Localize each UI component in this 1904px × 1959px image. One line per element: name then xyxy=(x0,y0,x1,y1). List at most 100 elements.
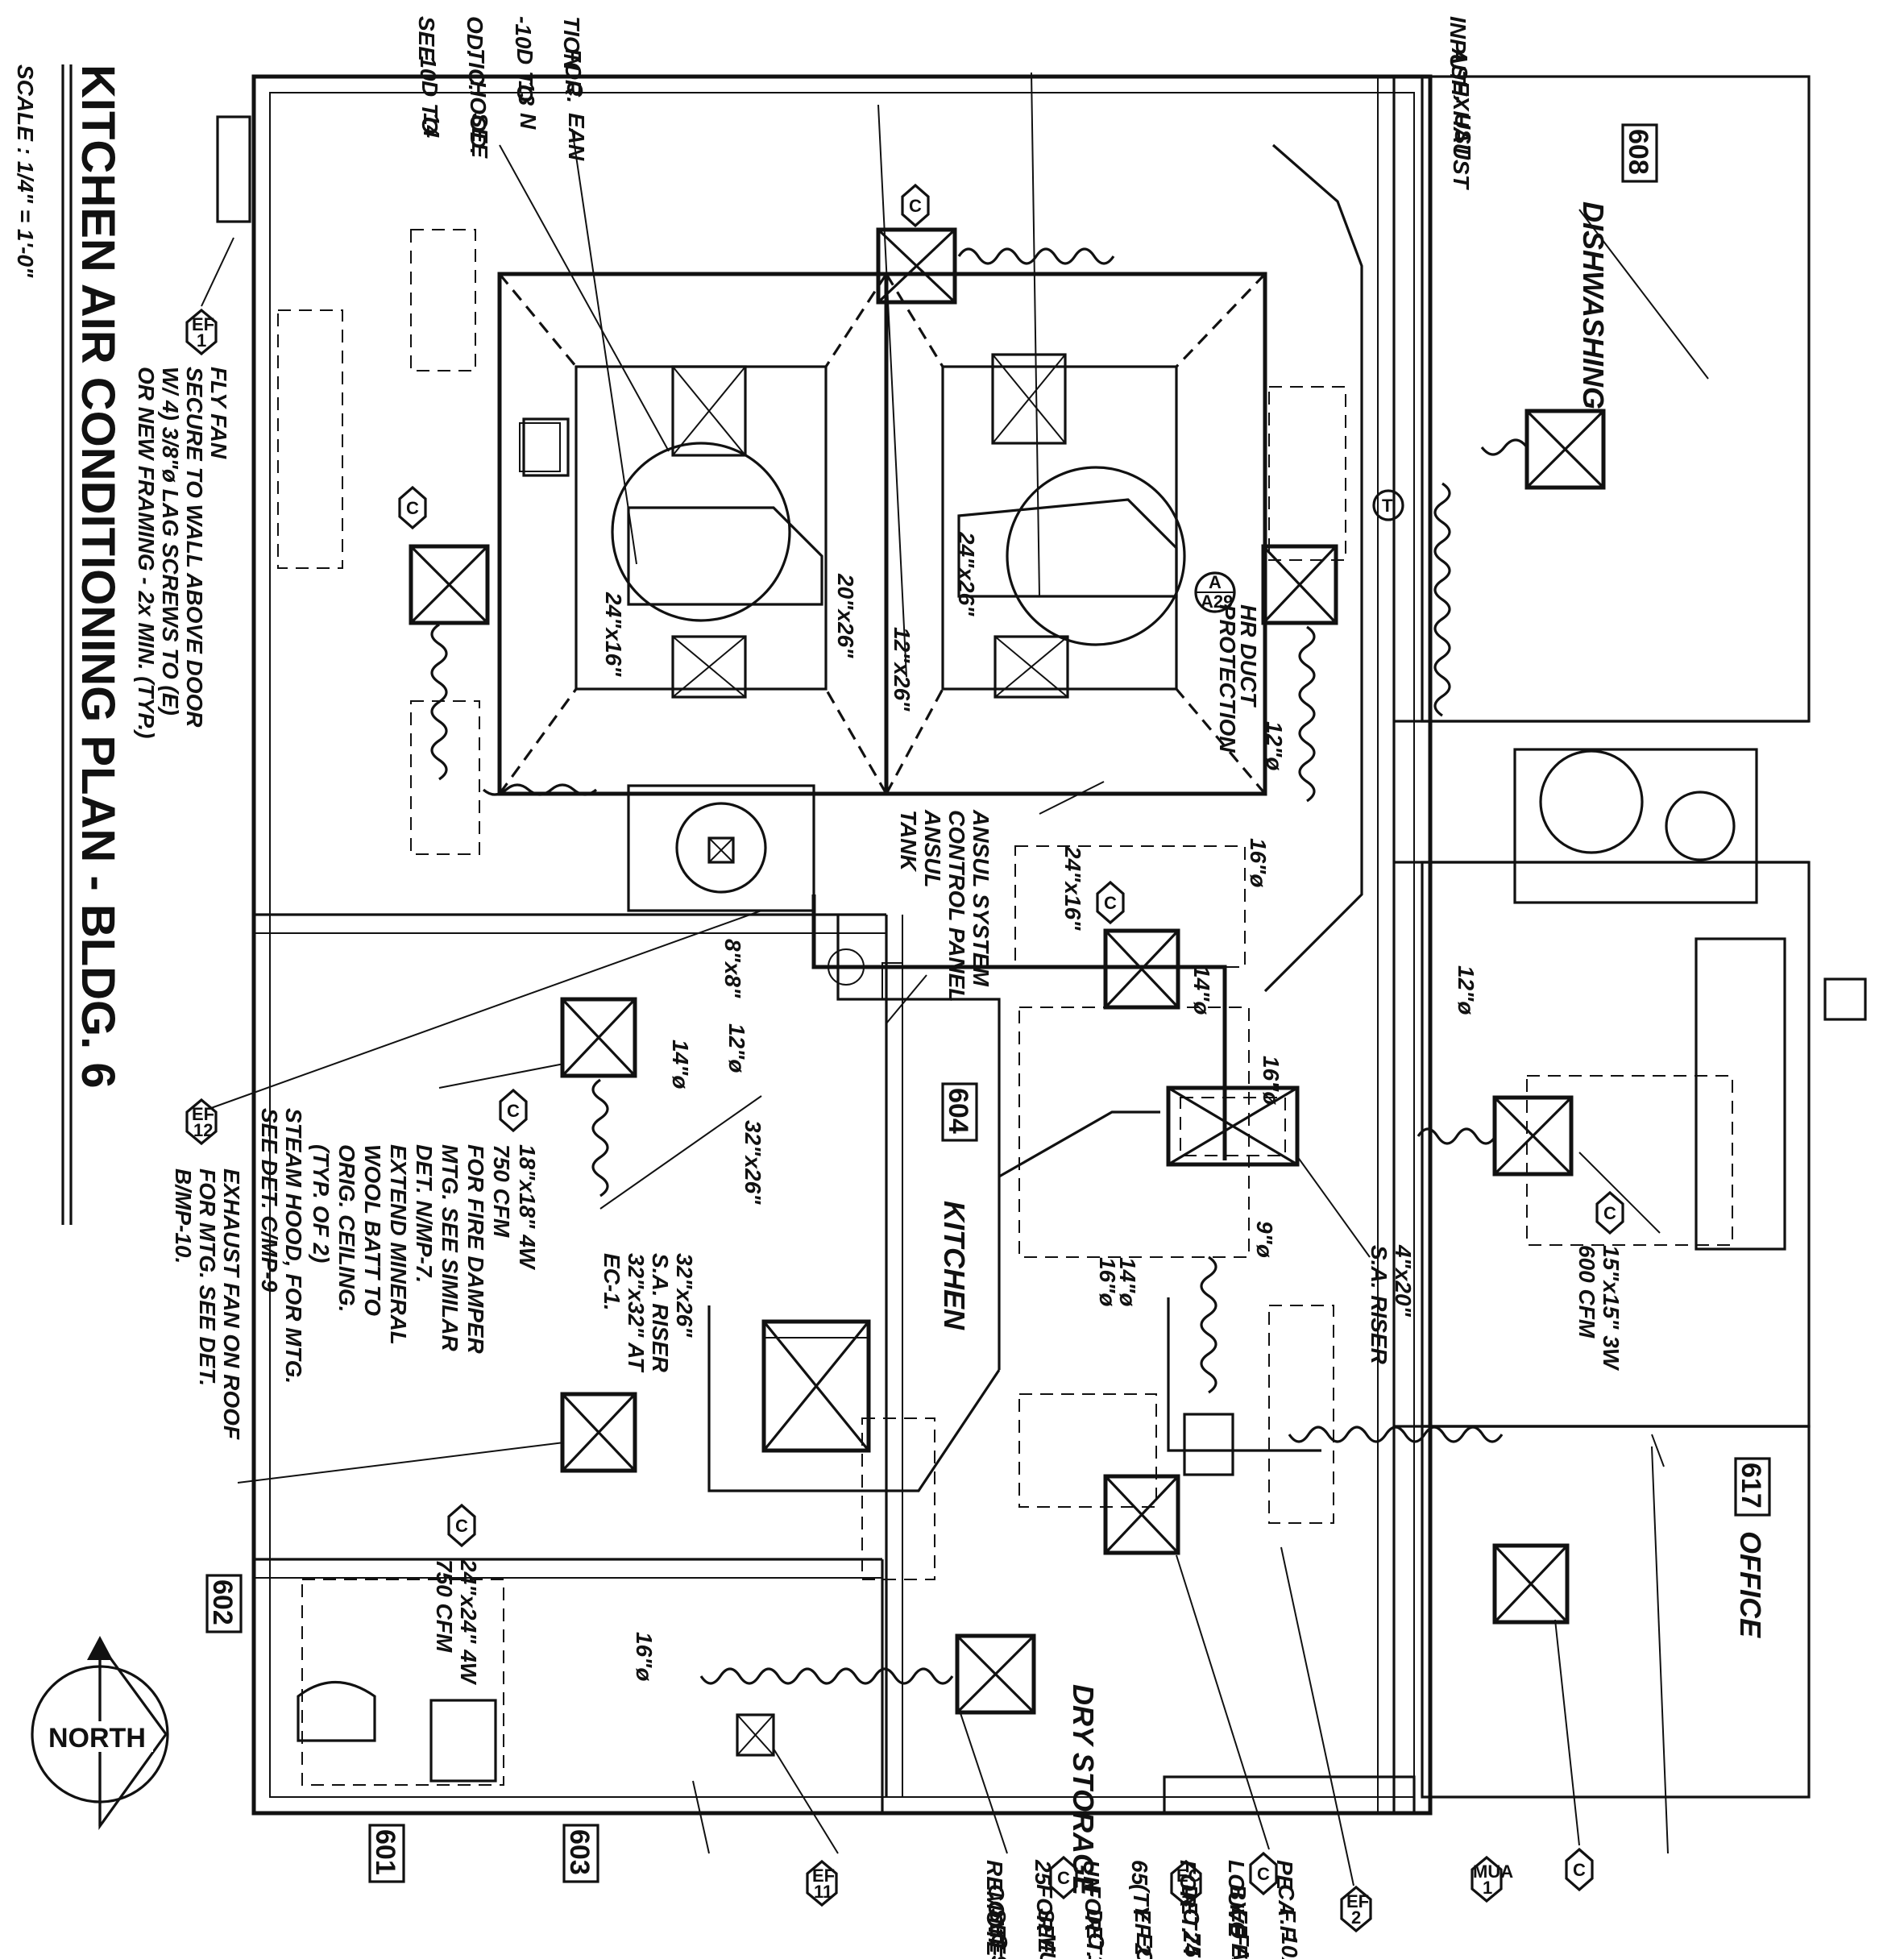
flex-ducts xyxy=(430,247,1529,1685)
diffuser xyxy=(1103,928,1180,1010)
svg-text:C: C xyxy=(406,498,419,518)
room-name-kitchen: KITCHEN xyxy=(938,1201,971,1330)
note-line: TION xyxy=(559,16,584,71)
diffuser xyxy=(1524,409,1606,490)
svg-text:11: 11 xyxy=(814,1882,832,1902)
diffuser xyxy=(1261,544,1338,625)
north-label: NORTH xyxy=(48,1723,146,1754)
note-line: -10 xyxy=(511,16,536,49)
duct-size-label: 12"ø xyxy=(1454,965,1479,1015)
note-line: DET. xyxy=(1177,1884,1202,1934)
note-line: MUA MA xyxy=(1035,1932,1060,1959)
note-line: SEE xyxy=(467,113,492,159)
note-line: FOR FIRE DAMPER xyxy=(463,1144,488,1355)
note-line: 600 CFM xyxy=(1574,1245,1599,1339)
note-line: C. xyxy=(562,81,587,103)
svg-text:1: 1 xyxy=(197,330,206,351)
duct-size-label: 12"ø xyxy=(1262,721,1287,771)
note-line: D TO xyxy=(512,48,537,102)
kitchen-hood-south: A A29 xyxy=(884,272,1267,796)
leader-lines xyxy=(201,72,1709,1886)
duct-size-label: 12"x26" xyxy=(890,627,915,712)
svg-text:C: C xyxy=(455,1516,468,1536)
note-line: 65 xyxy=(1127,1860,1152,1886)
duct-size-label: 24"x16" xyxy=(601,591,626,677)
note-line: -10 xyxy=(416,48,441,81)
duct-size-label: 16"ø xyxy=(1259,1056,1284,1106)
svg-text:C: C xyxy=(1104,893,1117,913)
note-line: SECURE TO WALL ABOVE DOOR xyxy=(182,367,207,728)
note-line: 4"x20" xyxy=(1391,1244,1416,1318)
note-line: 750 CFM xyxy=(432,1559,457,1653)
note-line: 25 xyxy=(1031,1859,1056,1886)
note-line: 32"x32" AT xyxy=(624,1253,649,1373)
ec-tag: EC1 xyxy=(1170,1859,1202,1907)
svg-text:602: 602 xyxy=(207,1579,238,1625)
diffuser xyxy=(1103,1474,1180,1555)
svg-text:EF: EF xyxy=(812,1866,835,1886)
diffuser xyxy=(560,997,637,1078)
room-name-dishwashing: DISHWASHING xyxy=(1577,201,1610,409)
c-tag: C xyxy=(1565,1847,1594,1892)
note-line: 750 CFM xyxy=(489,1144,514,1238)
svg-text:EF: EF xyxy=(192,1104,214,1124)
kitchen-hood-north xyxy=(497,272,889,796)
svg-text:EF: EF xyxy=(1346,1891,1369,1911)
duct-size-label: 12"ø xyxy=(724,1023,749,1073)
room-608: 608 xyxy=(1621,123,1658,183)
exhaust-fan-box xyxy=(736,1713,775,1757)
note-line: HR DUCT xyxy=(1236,604,1261,708)
svg-text:EC: EC xyxy=(1176,1866,1201,1886)
note-line: SEE xyxy=(985,1908,1010,1954)
note-line: STEAM HOOD, FOR MTG. xyxy=(281,1108,306,1384)
note-line: FLY FAN xyxy=(206,367,231,459)
plan-title: KITCHEN AIR CONDITIONING PLAN - BLDG. 6 xyxy=(72,64,124,1089)
note-line: N xyxy=(516,113,541,130)
svg-text:1: 1 xyxy=(1181,1882,1191,1902)
note-line: BY O xyxy=(1226,1884,1251,1939)
duct-size-label: 16"ø xyxy=(1246,838,1271,888)
note-steam-hood: STEAM HOOD, FOR MTG.SEE DET. C/MP-9 xyxy=(257,1108,306,1384)
ef-tag-2: EF2 xyxy=(1340,1885,1372,1933)
note-line: EC-1. xyxy=(599,1253,624,1311)
note-line: PROTECTION xyxy=(1215,604,1240,753)
note-line: 13 xyxy=(514,81,539,106)
note-line: FOR MTG. SEE DET. xyxy=(195,1168,220,1386)
duct-size-label: 24"x16" xyxy=(1060,845,1085,931)
note-line: INPUT xyxy=(1446,16,1471,86)
duct-size-label: 32"x26" xyxy=(740,1120,765,1205)
building-walls xyxy=(216,74,1867,1816)
duct-size-label: 16"ø xyxy=(1095,1257,1120,1307)
diffuser xyxy=(1492,1543,1570,1625)
svg-text:2: 2 xyxy=(1351,1907,1361,1928)
note-line: 14 xyxy=(419,113,444,139)
note-line: FA xyxy=(1229,1932,1254,1959)
diffuser xyxy=(1492,1095,1574,1177)
note-line: 32"x26" xyxy=(672,1253,697,1338)
duct-size-label: 20"x26" xyxy=(833,573,858,658)
note-line: CONT xyxy=(984,1884,1009,1950)
note-line: UST xyxy=(1450,113,1475,160)
note-line: OD. xyxy=(463,16,487,56)
c-tag: C xyxy=(1249,1851,1278,1896)
note-line: (TYP. OF 2) xyxy=(309,1144,334,1263)
svg-text:C: C xyxy=(507,1101,520,1121)
note-line: REMOTE xyxy=(982,1860,1007,1957)
note-line: S.A. RISER xyxy=(648,1253,673,1373)
note-line: EXTEND MINERAL xyxy=(386,1144,411,1345)
svg-text:617: 617 xyxy=(1736,1463,1766,1509)
note-line: FOR xyxy=(1081,1884,1105,1932)
svg-text:1: 1 xyxy=(1483,1878,1492,1898)
detail-tag-a-letter: A xyxy=(1209,572,1222,592)
duct-size-label: 8"x8" xyxy=(720,939,745,998)
